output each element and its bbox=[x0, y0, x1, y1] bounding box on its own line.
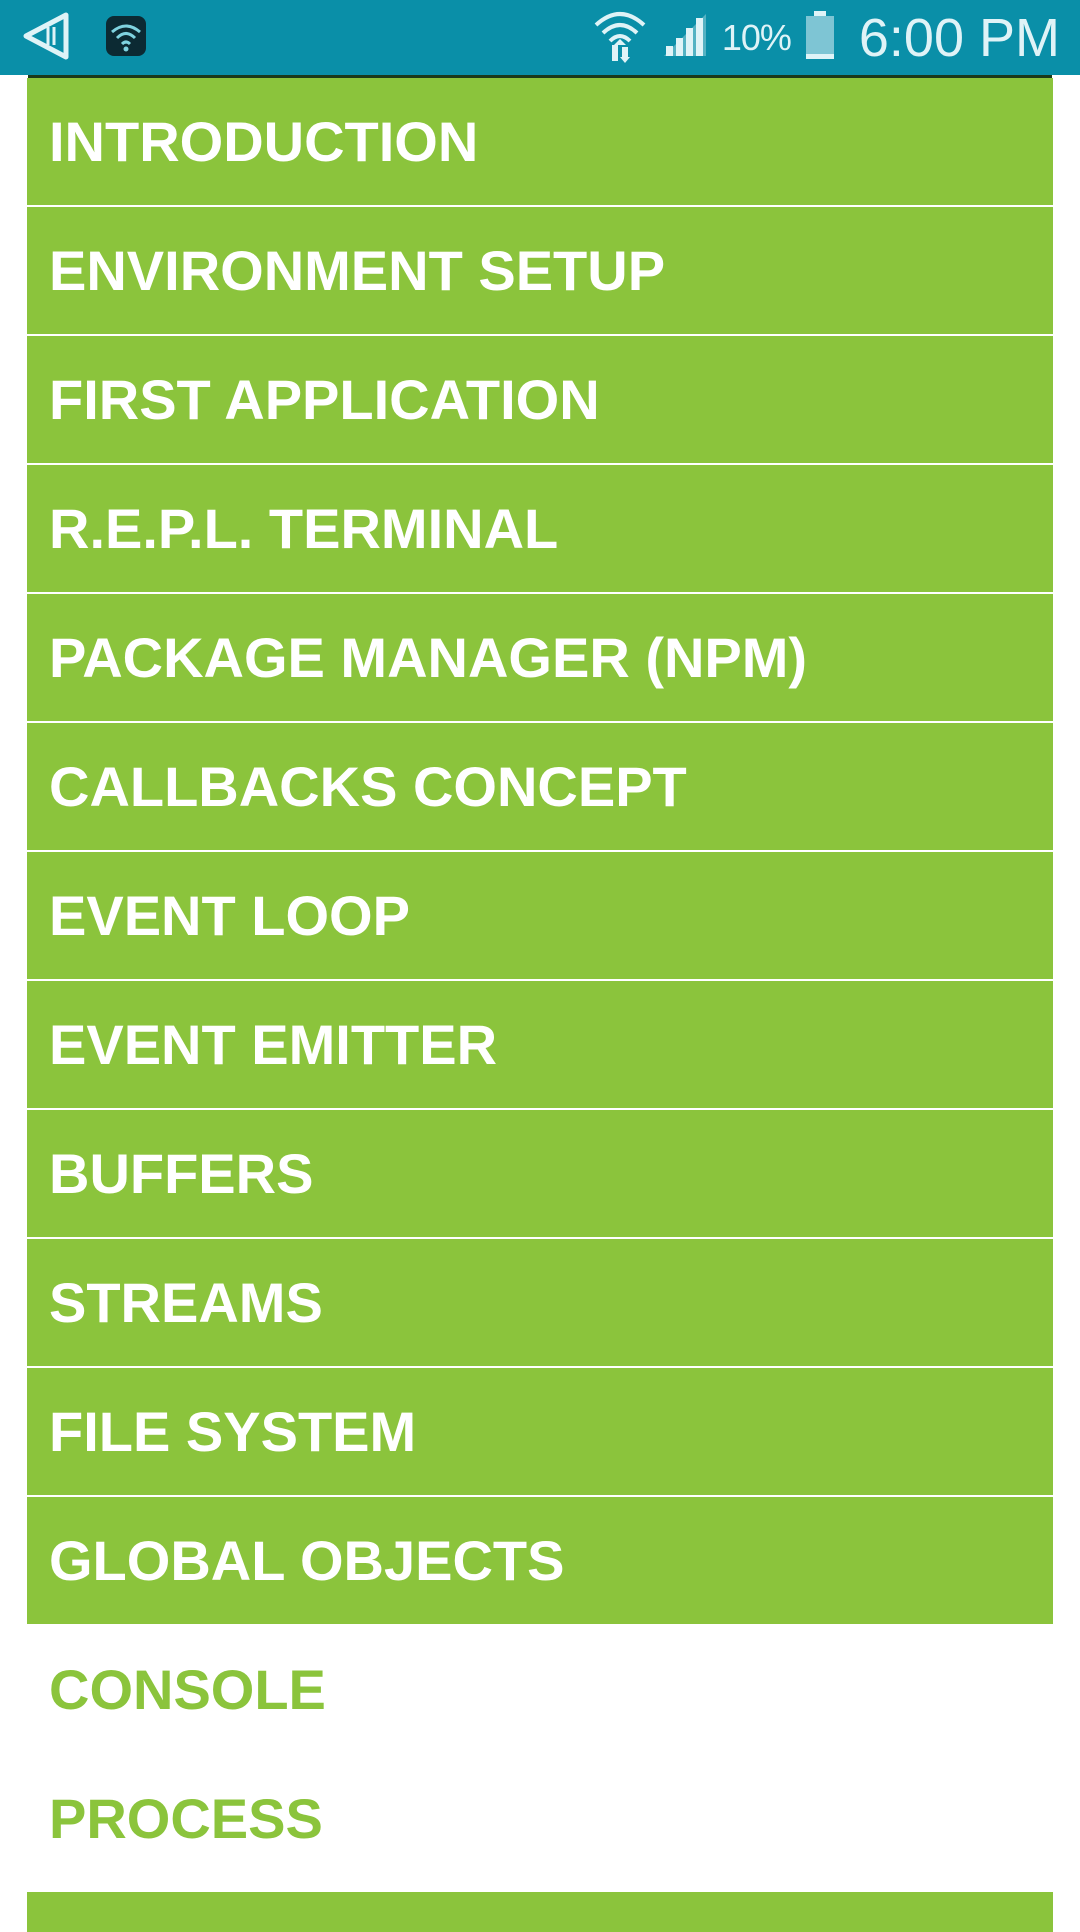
menu-item-label: CONSOLE bbox=[49, 1658, 326, 1721]
menu-item-label: FIRST APPLICATION bbox=[49, 368, 600, 431]
menu-item-label: FILE SYSTEM bbox=[49, 1400, 417, 1463]
menu-item-label: PACKAGE MANAGER (NPM) bbox=[49, 626, 808, 689]
menu-item-console[interactable]: CONSOLE bbox=[27, 1626, 1053, 1755]
menu-item-introduction[interactable]: INTRODUCTION bbox=[27, 78, 1053, 207]
battery-percent: 10% bbox=[721, 16, 792, 58]
menu-item-label: INTRODUCTION bbox=[49, 110, 479, 173]
menu-item-label: EVENT LOOP bbox=[49, 884, 410, 947]
menu-item-streams[interactable]: STREAMS bbox=[27, 1239, 1053, 1368]
menu-item-event-emitter[interactable]: EVENT EMITTER bbox=[27, 981, 1053, 1110]
menu-item-package-manager[interactable]: PACKAGE MANAGER (NPM) bbox=[27, 594, 1053, 723]
menu-item-label: R.E.P.L. TERMINAL bbox=[49, 497, 559, 560]
menu-item-process[interactable]: PROCESS bbox=[27, 1755, 1053, 1884]
menu-item-callbacks-concept[interactable]: CALLBACKS CONCEPT bbox=[27, 723, 1053, 852]
menu-item-file-system[interactable]: FILE SYSTEM bbox=[27, 1368, 1053, 1497]
cellular-signal-icon bbox=[660, 10, 710, 65]
menu-item-next-partial[interactable] bbox=[27, 1892, 1053, 1932]
menu-item-event-loop[interactable]: EVENT LOOP bbox=[27, 852, 1053, 981]
menu-item-label: PROCESS bbox=[49, 1787, 323, 1850]
status-bar: 10% 6:00 PM bbox=[0, 0, 1080, 75]
back-triangle-icon[interactable] bbox=[22, 11, 72, 66]
menu-item-label: GLOBAL OBJECTS bbox=[49, 1529, 565, 1592]
menu-item-buffers[interactable]: BUFFERS bbox=[27, 1110, 1053, 1239]
menu-item-label: ENVIRONMENT SETUP bbox=[49, 239, 666, 302]
status-right-icons: 10% 6:00 PM bbox=[592, 0, 1060, 75]
menu-item-label: BUFFERS bbox=[49, 1142, 314, 1205]
menu-item-environment-setup[interactable]: ENVIRONMENT SETUP bbox=[27, 207, 1053, 336]
menu-item-first-application[interactable]: FIRST APPLICATION bbox=[27, 336, 1053, 465]
menu-item-label: CALLBACKS CONCEPT bbox=[49, 755, 687, 818]
menu-item-label: EVENT EMITTER bbox=[49, 1013, 498, 1076]
topic-menu-list: INTRODUCTION ENVIRONMENT SETUP FIRST APP… bbox=[27, 78, 1053, 1932]
clock: 6:00 PM bbox=[858, 7, 1060, 68]
status-left-icons bbox=[22, 8, 148, 68]
wifi-app-icon bbox=[104, 14, 148, 63]
menu-item-repl-terminal[interactable]: R.E.P.L. TERMINAL bbox=[27, 465, 1053, 594]
battery-icon bbox=[803, 9, 837, 66]
menu-item-label: STREAMS bbox=[49, 1271, 323, 1334]
divider bbox=[28, 75, 1052, 78]
menu-item-global-objects[interactable]: GLOBAL OBJECTS bbox=[27, 1497, 1053, 1626]
wifi-signal-icon bbox=[592, 5, 648, 70]
